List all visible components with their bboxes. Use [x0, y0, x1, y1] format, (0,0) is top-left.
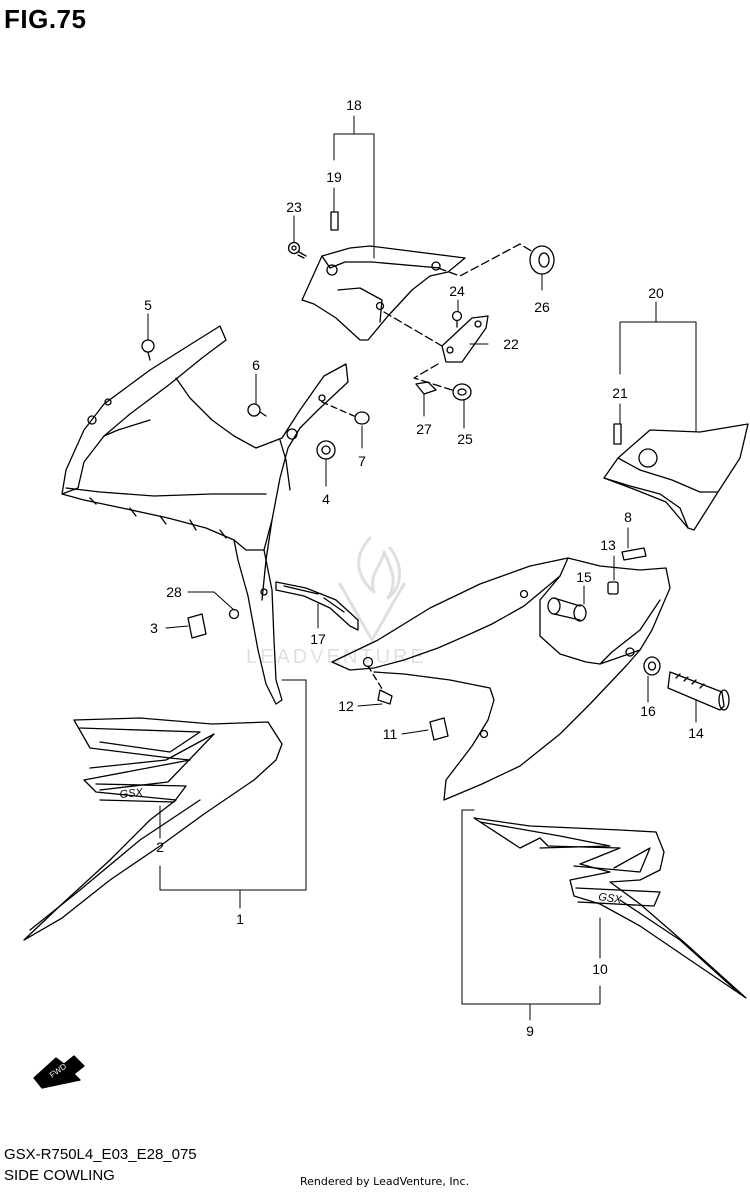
screw-part-5	[141, 339, 155, 361]
callout-21: 21	[612, 385, 628, 401]
callout-2: 2	[156, 839, 164, 855]
callout-3: 3	[150, 620, 158, 636]
callout-16: 16	[640, 703, 656, 719]
nut-part-13	[607, 581, 619, 595]
render-credit: Rendered by LeadVenture, Inc.	[300, 1175, 470, 1188]
decal-part-2	[23, 717, 283, 941]
callout-6: 6	[252, 357, 260, 373]
callout-11: 11	[383, 726, 398, 742]
callout-17: 17	[310, 631, 326, 647]
bolt-part-14	[667, 671, 730, 711]
callout-14: 14	[688, 725, 704, 741]
callout-10: 10	[592, 961, 608, 977]
callout-15: 15	[576, 569, 592, 585]
screw-part-23	[287, 241, 307, 259]
strip-part-17	[275, 581, 359, 631]
plate-part-22	[441, 315, 489, 363]
callout-28: 28	[166, 584, 182, 600]
pad-part-8	[621, 547, 647, 561]
callout-26: 26	[534, 299, 550, 315]
decal-text-right: GSX	[598, 891, 623, 906]
callout-13: 13	[600, 537, 616, 553]
callout-24: 24	[449, 283, 465, 299]
nut-part-11	[429, 717, 449, 741]
screw-part-28	[228, 608, 240, 620]
callout-20: 20	[648, 285, 664, 301]
screw-part-6	[247, 403, 267, 417]
callout-18: 18	[346, 97, 362, 113]
panel-part-20	[603, 423, 749, 531]
model-code: GSX-R750L4_E03_E28_075	[4, 1146, 197, 1163]
section-name: SIDE COWLING	[4, 1167, 115, 1184]
collar-part-16	[643, 656, 661, 676]
watermark-text: LEADVENTURE	[246, 646, 427, 668]
grommet-part-25	[452, 383, 472, 401]
decal-text-left: GSX	[119, 787, 144, 801]
fwd-arrow-icon	[33, 1055, 85, 1089]
callout-23: 23	[286, 199, 302, 215]
grommet-part-26	[529, 245, 555, 275]
label-part-19	[330, 211, 339, 231]
screw-part-24	[451, 310, 463, 328]
leader-lines	[147, 115, 697, 1021]
callout-1: 1	[236, 911, 244, 927]
grommet-part-15	[547, 597, 587, 622]
lower-cowling-part-9	[331, 557, 671, 801]
callout-labels: 18 19 23 26 24 22 27 25 20 21 5 6 7 4 8 …	[144, 97, 704, 1039]
grommet-part-4	[316, 440, 336, 460]
nut-part-3	[187, 613, 207, 639]
figure-title: FIG.75	[4, 4, 87, 34]
bracket-part-18	[301, 245, 466, 341]
callout-9: 9	[526, 1023, 534, 1039]
callout-19: 19	[326, 169, 342, 185]
decal-part-10	[473, 817, 747, 999]
callout-12: 12	[338, 698, 354, 714]
callout-27: 27	[416, 421, 432, 437]
callout-22: 22	[503, 336, 519, 352]
watermark-logo-icon	[338, 536, 406, 642]
callout-25: 25	[457, 431, 473, 447]
clip-part-27	[415, 381, 437, 395]
callout-8: 8	[624, 509, 632, 525]
callout-7: 7	[358, 453, 366, 469]
nut-part-7	[354, 411, 370, 425]
side-cowling-part-1	[61, 325, 349, 705]
label-part-21	[613, 423, 622, 445]
callout-5: 5	[144, 297, 152, 313]
callout-4: 4	[322, 491, 330, 507]
